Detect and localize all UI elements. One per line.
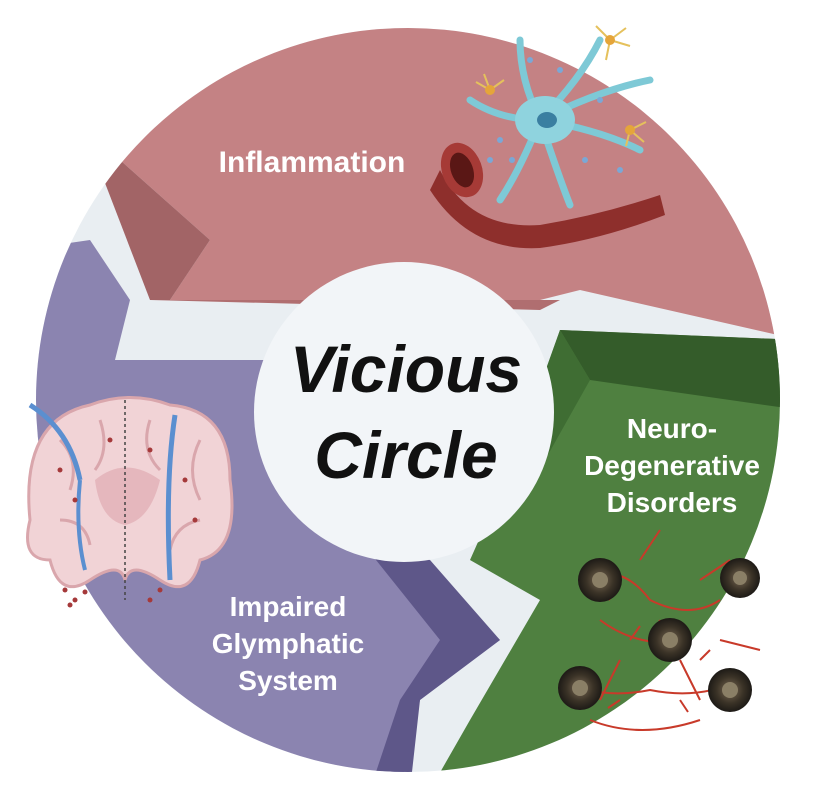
neuro-label-line1: Neuro- [627,413,717,444]
center-title-line1: Vicious [290,332,522,406]
glymphatic-label-line3: System [238,665,338,696]
brain-section-icon [26,396,234,608]
inflammation-label: Inflammation [219,146,406,179]
neuro-label-line2: Degenerative [584,450,760,481]
glymphatic-segment [36,240,500,772]
neuro-label-line3: Disorders [607,487,738,518]
neuron-and-blood-vessel-icon [430,25,665,249]
glymphatic-label-line2: Glymphatic [212,628,364,659]
amyloid-plaque-icon [558,529,761,731]
glymphatic-label-line1: Impaired [230,591,347,622]
center-title-line2: Circle [314,418,497,492]
center-circle [254,262,554,562]
